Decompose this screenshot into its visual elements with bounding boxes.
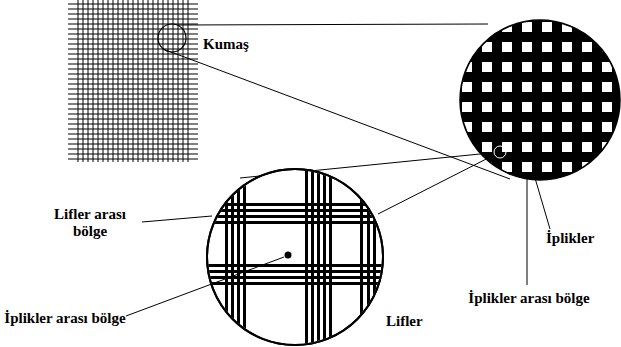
zoom-circle bbox=[158, 24, 186, 52]
part-label: İplikler bbox=[546, 230, 594, 247]
point-marker bbox=[285, 252, 292, 259]
fiber-magnified-circle bbox=[200, 160, 400, 347]
leader-line bbox=[126, 257, 284, 316]
part-label: Kumaş bbox=[203, 36, 249, 53]
part-label: Lifler bbox=[386, 313, 423, 330]
fabric-grid bbox=[68, 0, 198, 162]
zoom-line bbox=[163, 49, 510, 179]
zoom-line bbox=[378, 152, 500, 214]
part-label: İplikler arası bölge bbox=[466, 290, 592, 307]
leader-line bbox=[535, 178, 550, 229]
yarn-magnified-circle bbox=[460, 20, 620, 180]
leader-line bbox=[527, 176, 528, 285]
zoom-line bbox=[178, 24, 488, 25]
leader-line bbox=[142, 216, 212, 222]
part-label: Lifler arası bölge bbox=[40, 206, 140, 241]
zoom-circle bbox=[494, 146, 506, 158]
part-label: İplikler arası bölge bbox=[4, 310, 126, 327]
